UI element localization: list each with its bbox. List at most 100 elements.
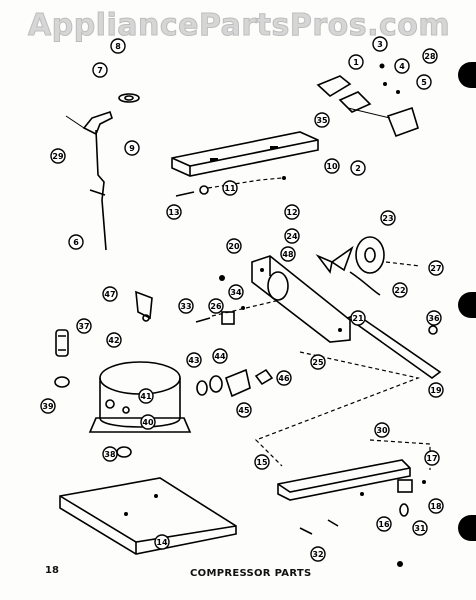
- plug-part: [428, 325, 438, 335]
- grommet-part: [118, 93, 140, 103]
- drain-tube-part: [65, 110, 113, 251]
- lower-rail-part: [277, 459, 411, 501]
- callout-9: 9: [124, 140, 140, 156]
- callout-37: 37: [76, 318, 92, 334]
- svg-text:31: 31: [414, 524, 426, 533]
- bracket-hardware-parts: [360, 479, 426, 517]
- svg-text:16: 16: [378, 520, 390, 529]
- svg-text:18: 18: [430, 502, 442, 511]
- callout-25: 25: [310, 354, 326, 370]
- svg-text:36: 36: [428, 314, 440, 323]
- svg-text:23: 23: [382, 214, 393, 223]
- callout-29: 29: [50, 148, 66, 164]
- svg-text:15: 15: [256, 458, 268, 467]
- callout-6: 6: [68, 234, 84, 250]
- svg-text:38: 38: [104, 450, 116, 459]
- binder-hole-bottom: [458, 515, 476, 541]
- callout-8: 8: [110, 38, 126, 54]
- svg-text:25: 25: [312, 358, 324, 367]
- svg-text:17: 17: [426, 454, 437, 463]
- callout-35: 35: [314, 112, 330, 128]
- relay-assembly-part: [316, 63, 419, 138]
- callout-16: 16: [376, 516, 392, 532]
- svg-text:11: 11: [224, 184, 236, 193]
- callout-11: 11: [222, 180, 238, 196]
- svg-text:6: 6: [73, 238, 79, 247]
- callout-42: 42: [106, 332, 122, 348]
- svg-text:42: 42: [108, 336, 119, 345]
- svg-text:39: 39: [42, 402, 54, 411]
- callout-32: 32: [310, 546, 326, 562]
- svg-text:35: 35: [316, 116, 328, 125]
- svg-text:32: 32: [312, 550, 323, 559]
- svg-text:12: 12: [286, 208, 297, 217]
- callout-21: 21: [350, 310, 366, 326]
- callout-41: 41: [138, 388, 154, 404]
- callout-19: 19: [428, 382, 444, 398]
- callout-44: 44: [212, 348, 228, 364]
- svg-text:1: 1: [353, 58, 359, 67]
- svg-text:29: 29: [52, 152, 64, 161]
- callout-28: 28: [422, 48, 438, 64]
- svg-text:40: 40: [142, 418, 154, 427]
- callout-34: 34: [228, 284, 244, 300]
- callout-38: 38: [102, 446, 118, 462]
- svg-text:43: 43: [188, 356, 199, 365]
- callout-45: 45: [236, 402, 252, 418]
- svg-text:3: 3: [377, 40, 383, 49]
- callout-7: 7: [92, 62, 108, 78]
- callout-30: 30: [374, 422, 390, 438]
- callout-27: 27: [428, 260, 444, 276]
- svg-text:33: 33: [180, 302, 191, 311]
- callout-12: 12: [284, 204, 300, 220]
- svg-text:27: 27: [430, 264, 441, 273]
- callout-33: 33: [178, 298, 194, 314]
- assembly-line: [254, 351, 421, 467]
- svg-text:30: 30: [376, 426, 388, 435]
- base-pan-part: [59, 477, 237, 555]
- callout-1: 1: [348, 54, 364, 70]
- fan-motor-part: [315, 236, 421, 296]
- svg-text:37: 37: [78, 322, 89, 331]
- svg-text:19: 19: [430, 386, 442, 395]
- callout-14: 14: [154, 534, 170, 550]
- terminal-cover-parts: [196, 368, 274, 398]
- callout-13: 13: [166, 204, 182, 220]
- svg-text:26: 26: [210, 302, 222, 311]
- svg-text:9: 9: [129, 144, 135, 153]
- callout-18: 18: [428, 498, 444, 514]
- callout-15: 15: [254, 454, 270, 470]
- svg-text:10: 10: [326, 162, 338, 171]
- callout-5: 5: [416, 74, 432, 90]
- small-fasteners: [195, 275, 281, 325]
- callout-2: 2: [350, 160, 366, 176]
- callout-46: 46: [276, 370, 292, 386]
- callout-43: 43: [186, 352, 202, 368]
- svg-text:28: 28: [424, 52, 436, 61]
- callout-24: 24: [284, 228, 300, 244]
- mounting-rail-part: [171, 131, 319, 177]
- svg-text:47: 47: [104, 290, 115, 299]
- callout-39: 39: [40, 398, 56, 414]
- callout-20: 20: [226, 238, 242, 254]
- svg-text:41: 41: [140, 392, 152, 401]
- assembly-line: [369, 439, 431, 470]
- callout-40: 40: [140, 414, 156, 430]
- callout-4: 4: [394, 58, 410, 74]
- callout-47: 47: [102, 286, 118, 302]
- compressor-part: [88, 361, 192, 433]
- callout-23: 23: [380, 210, 396, 226]
- svg-text:4: 4: [399, 62, 405, 71]
- callout-31: 31: [412, 520, 428, 536]
- svg-text:46: 46: [278, 374, 290, 383]
- svg-text:5: 5: [421, 78, 427, 87]
- binder-hole-middle: [458, 292, 476, 318]
- page-number: 18: [45, 565, 59, 576]
- fan-bracket-part: [251, 255, 351, 343]
- capacitor-part: [55, 329, 69, 357]
- callout-17: 17: [424, 450, 440, 466]
- callout-22: 22: [392, 282, 408, 298]
- mount-grommet-part: [116, 446, 132, 458]
